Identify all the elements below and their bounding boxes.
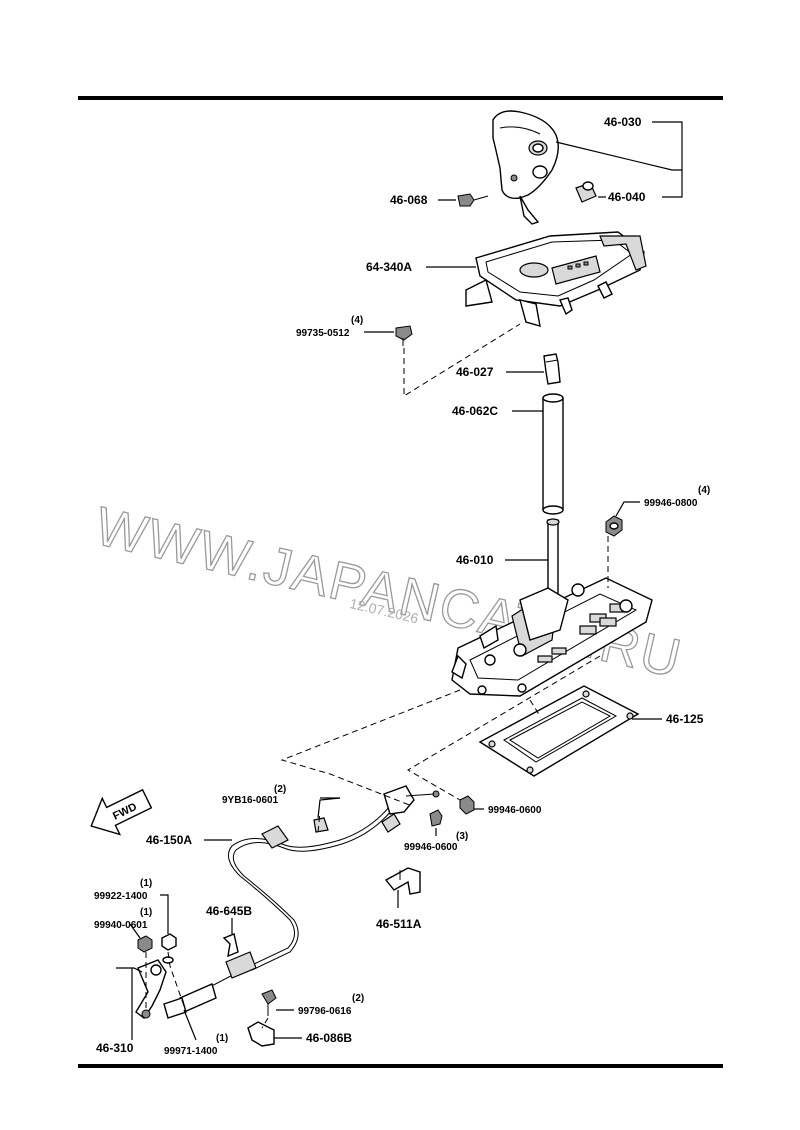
cable-clip-illustration bbox=[313, 817, 329, 833]
cable-nut-illustration bbox=[429, 795, 475, 827]
label-99946-0600-b: 99946-0600 bbox=[404, 842, 458, 853]
label-46-086b: 46-086B bbox=[306, 1031, 352, 1045]
cable-bracket-illustration bbox=[384, 867, 421, 895]
assembly-lines bbox=[145, 323, 609, 1029]
label-99946-0800: 99946-0800 bbox=[644, 498, 698, 509]
shift-knob-illustration bbox=[492, 110, 559, 225]
knob-screw-illustration bbox=[457, 193, 489, 207]
qty-99946-0800: (4) bbox=[698, 485, 710, 496]
label-46-511a: 46-511A bbox=[376, 917, 422, 931]
lever-tube-illustration bbox=[542, 393, 564, 515]
top-rule bbox=[78, 96, 723, 100]
label-46-125: 46-125 bbox=[666, 712, 704, 726]
qty-99735-0512: (4) bbox=[351, 315, 363, 326]
label-46-040: 46-040 bbox=[608, 190, 646, 204]
qty-99946-0600-b: (3) bbox=[456, 831, 468, 842]
qty-99796-0616: (2) bbox=[352, 993, 364, 1004]
label-99796-0616: 99796-0616 bbox=[298, 1006, 352, 1017]
bracket-bolt-illustration bbox=[261, 989, 277, 1016]
bottom-rule bbox=[78, 1064, 723, 1068]
indicator-panel-illustration bbox=[465, 231, 647, 327]
label-46-010: 46-010 bbox=[456, 553, 494, 567]
part-labels: 46-030 46-040 46-068 64-340A (4) 99735-0… bbox=[94, 115, 710, 1057]
retaining-clip-illustration bbox=[222, 933, 239, 958]
qty-99971-1400: (1) bbox=[216, 1033, 228, 1044]
knob-button-illustration bbox=[575, 181, 597, 203]
gasket-plate-illustration bbox=[478, 685, 640, 777]
transmission-lever-illustration bbox=[135, 959, 167, 1020]
selector-nut-illustration bbox=[605, 515, 623, 537]
label-46-150a: 46-150A bbox=[146, 833, 192, 847]
label-46-310: 46-310 bbox=[96, 1041, 134, 1055]
lever-nuts-illustration bbox=[137, 933, 177, 964]
label-46-068: 46-068 bbox=[390, 193, 428, 207]
bottom-bracket-illustration bbox=[247, 1021, 275, 1047]
rod-cap-illustration bbox=[543, 353, 561, 385]
label-99922-1400: 99922-1400 bbox=[94, 891, 148, 902]
label-99946-0600: 99946-0600 bbox=[488, 805, 542, 816]
label-46-062c: 46-062C bbox=[452, 404, 498, 418]
fwd-arrow-icon: FWD bbox=[90, 788, 153, 836]
qty-99940-0601: (1) bbox=[140, 907, 152, 918]
shift-cable-illustration bbox=[163, 785, 440, 1019]
label-46-027: 46-027 bbox=[456, 365, 494, 379]
label-99735-0512: 99735-0512 bbox=[296, 328, 350, 339]
qty-9yb16-0601: (2) bbox=[274, 784, 286, 795]
selector-lever-assembly-illustration bbox=[451, 518, 653, 697]
panel-clip-illustration bbox=[395, 325, 413, 346]
label-99940-0601: 99940-0601 bbox=[94, 920, 148, 931]
leader-lines bbox=[116, 121, 683, 1041]
label-46-645b: 46-645B bbox=[206, 904, 252, 918]
label-99971-1400: 99971-1400 bbox=[164, 1046, 218, 1057]
label-46-030: 46-030 bbox=[604, 115, 642, 129]
label-9yb16-0601: 9YB16-0601 bbox=[222, 795, 279, 806]
label-64-340a: 64-340A bbox=[366, 260, 412, 274]
qty-99922-1400: (1) bbox=[140, 878, 152, 889]
